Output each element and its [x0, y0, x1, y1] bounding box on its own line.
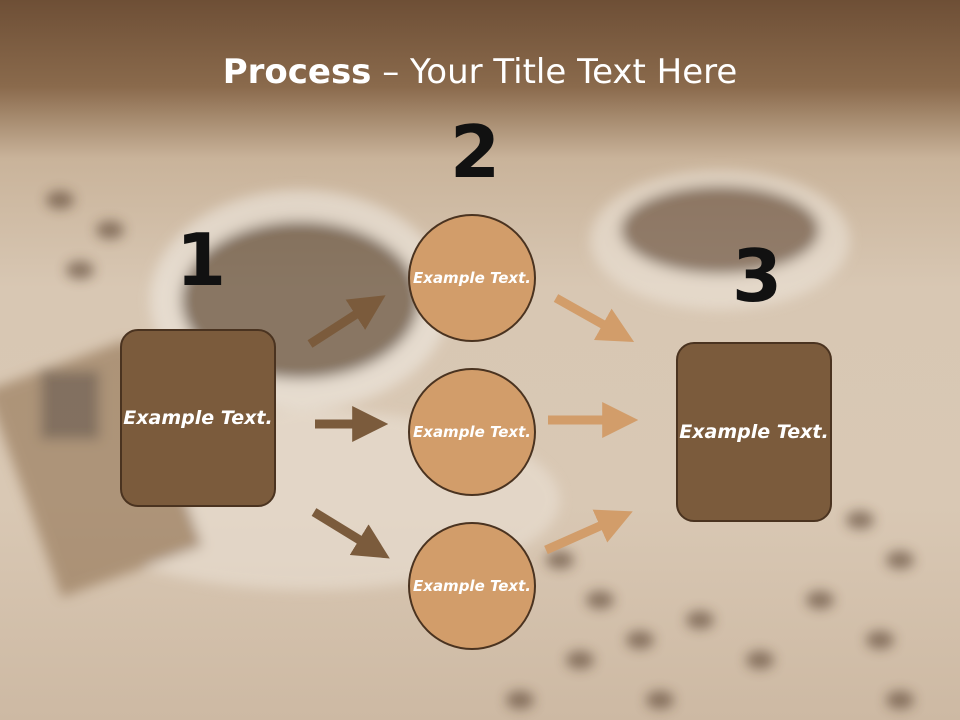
arrow-up-right: [307, 295, 386, 348]
end-box: Example Text.: [676, 342, 832, 522]
circle-bottom: Example Text.: [408, 522, 536, 650]
arrow-to-right-from-bottom: [544, 509, 633, 555]
step-number-1: 1: [176, 218, 227, 302]
title-rest: – Your Title Text Here: [371, 52, 738, 92]
slide-title: Process – Your Title Text Here: [0, 52, 960, 92]
circle-top: Example Text.: [408, 214, 536, 342]
arrow-down-right: [311, 508, 390, 559]
arrow-to-right-from-top: [553, 294, 635, 342]
step-number-3: 3: [732, 234, 783, 318]
title-bold: Process: [222, 52, 372, 92]
step-number-2: 2: [450, 110, 501, 194]
circle-middle-label: Example Text.: [413, 422, 531, 441]
start-box: Example Text.: [120, 329, 276, 507]
circle-top-label: Example Text.: [413, 268, 531, 287]
start-box-label: Example Text.: [123, 406, 273, 429]
circle-middle: Example Text.: [408, 368, 536, 496]
end-box-label: Example Text.: [679, 420, 829, 443]
circle-bottom-label: Example Text.: [413, 576, 531, 595]
